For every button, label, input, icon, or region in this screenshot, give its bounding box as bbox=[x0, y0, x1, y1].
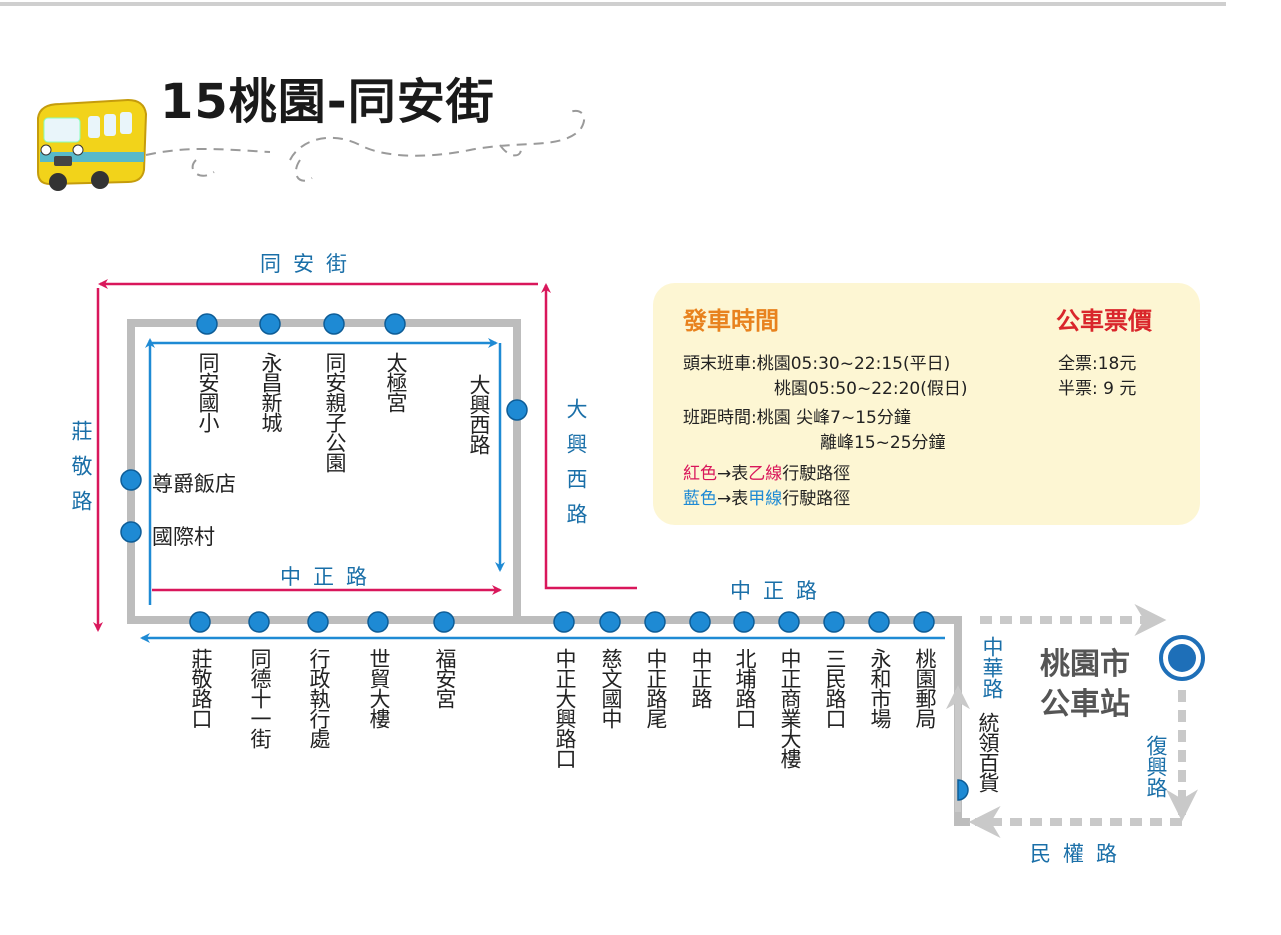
terminal-label: 桃園市 公車站 bbox=[1040, 645, 1130, 725]
headway-peak: 桃園 尖峰7~15分鐘 bbox=[756, 408, 911, 428]
stop-dot bbox=[913, 611, 935, 633]
weekday-time: 桃園05:30~22:15(平日) bbox=[756, 354, 951, 374]
legend-red-color: 紅色 bbox=[683, 464, 717, 484]
stop-dot bbox=[778, 611, 800, 633]
stop-dot bbox=[196, 313, 218, 335]
stop-dot-half bbox=[957, 779, 969, 801]
stop-dot bbox=[599, 611, 621, 633]
stop-label: 太極宮 bbox=[384, 352, 408, 412]
legend-suffix: 行駛路徑 bbox=[782, 489, 851, 509]
stop-dot bbox=[259, 313, 281, 335]
stop-dot bbox=[120, 469, 142, 491]
page-title: 15桃園-同安街 bbox=[160, 74, 495, 130]
holiday-time: 桃園05:50~22:20(假日) bbox=[774, 379, 968, 399]
legend-red-line: 乙線 bbox=[748, 464, 783, 484]
stop-dot bbox=[367, 611, 389, 633]
road-label-zhongzheng-inner: 中正路 bbox=[280, 565, 379, 589]
stop-label: 統領百貨 bbox=[976, 712, 1000, 792]
road-label-fuxing: 復興路 bbox=[1144, 735, 1168, 798]
stop-label: 尊爵飯店 bbox=[152, 472, 236, 496]
stop-dot bbox=[553, 611, 575, 633]
terminal-line2: 公車站 bbox=[1040, 687, 1130, 722]
terminal-line1: 桃園市 bbox=[1040, 647, 1130, 682]
road-label-zhuangjing: 莊敬路 bbox=[69, 420, 93, 525]
stop-label: 世貿大樓 bbox=[367, 648, 391, 728]
fare-full: 全票:18元 bbox=[1058, 354, 1137, 374]
stop-label: 中正商業大樓 bbox=[778, 648, 802, 768]
stop-label: 行政執行處 bbox=[307, 648, 331, 748]
stop-dot bbox=[120, 521, 142, 543]
blue-route bbox=[140, 338, 945, 643]
stop-label: 福安宮 bbox=[433, 648, 457, 708]
road-label-tongan: 同安街 bbox=[260, 252, 359, 276]
stop-dots bbox=[120, 313, 969, 801]
headway-offpeak: 離峰15~25分鐘 bbox=[820, 433, 946, 453]
stop-label: 大興西路 bbox=[467, 374, 491, 454]
stop-dot bbox=[433, 611, 455, 633]
stop-dot bbox=[644, 611, 666, 633]
stop-dot bbox=[733, 611, 755, 633]
stop-label: 同安國小 bbox=[196, 352, 220, 432]
stop-label: 桃園郵局 bbox=[913, 648, 937, 728]
stop-label: 同德十一街 bbox=[248, 648, 272, 748]
legend-arrow: →表 bbox=[717, 464, 749, 484]
stop-dot bbox=[868, 611, 890, 633]
stop-label: 中正大興路口 bbox=[553, 648, 577, 768]
stop-dot bbox=[689, 611, 711, 633]
stop-dot bbox=[323, 313, 345, 335]
headway-label: 班距時間: bbox=[683, 408, 757, 428]
stop-label: 永和市場 bbox=[868, 648, 892, 728]
stop-label: 慈文國中 bbox=[599, 648, 623, 728]
road-label-zhonghua: 中華路 bbox=[980, 636, 1004, 699]
red-route bbox=[93, 279, 637, 632]
fare-half: 半票: 9 元 bbox=[1058, 379, 1137, 399]
stop-dot bbox=[189, 611, 211, 633]
fare-heading: 公車票價 bbox=[1056, 307, 1152, 335]
stop-dot bbox=[823, 611, 845, 633]
stop-label: 三民路口 bbox=[823, 648, 847, 728]
stop-dot bbox=[506, 399, 528, 421]
legend-red: 紅色→表乙線行駛路徑 bbox=[683, 459, 850, 484]
stop-label: 北埔路口 bbox=[733, 648, 757, 728]
legend-blue: 藍色→表甲線行駛路徑 bbox=[683, 484, 850, 509]
road-label-minquan: 民權路 bbox=[1030, 842, 1129, 866]
stop-label: 同安親子公園 bbox=[323, 352, 347, 472]
terminal-icon bbox=[1159, 635, 1205, 681]
stop-dot bbox=[307, 611, 329, 633]
top-rule bbox=[0, 2, 1226, 6]
stop-label: 中正路尾 bbox=[644, 648, 668, 728]
road-label-daxingxi: 大興西路 bbox=[564, 398, 588, 538]
first-last-line: 頭末班車:桃園05:30~22:15(平日) bbox=[683, 349, 950, 374]
stop-dot bbox=[248, 611, 270, 633]
stop-label: 莊敬路口 bbox=[189, 648, 213, 728]
stop-label: 國際村 bbox=[152, 525, 215, 549]
terminal-loop bbox=[968, 604, 1198, 838]
stop-dot bbox=[384, 313, 406, 335]
stop-label: 中正路 bbox=[689, 648, 713, 708]
road-label-zhongzheng-upper: 中正路 bbox=[730, 579, 829, 603]
legend-blue-line: 甲線 bbox=[748, 489, 783, 509]
stop-label: 永昌新城 bbox=[259, 352, 283, 432]
legend-suffix: 行駛路徑 bbox=[782, 464, 851, 484]
legend-blue-color: 藍色 bbox=[683, 489, 717, 509]
first-last-label: 頭末班車: bbox=[683, 354, 757, 374]
bus-icon bbox=[37, 98, 148, 191]
schedule-info-box: 發車時間 公車票價 頭末班車:桃園05:30~22:15(平日) 桃園05:50… bbox=[653, 283, 1200, 525]
legend-arrow: →表 bbox=[717, 489, 749, 509]
headway-line: 班距時間:桃園 尖峰7~15分鐘 bbox=[683, 403, 911, 428]
bus-path-decoration bbox=[145, 110, 586, 182]
departure-heading: 發車時間 bbox=[683, 307, 779, 335]
